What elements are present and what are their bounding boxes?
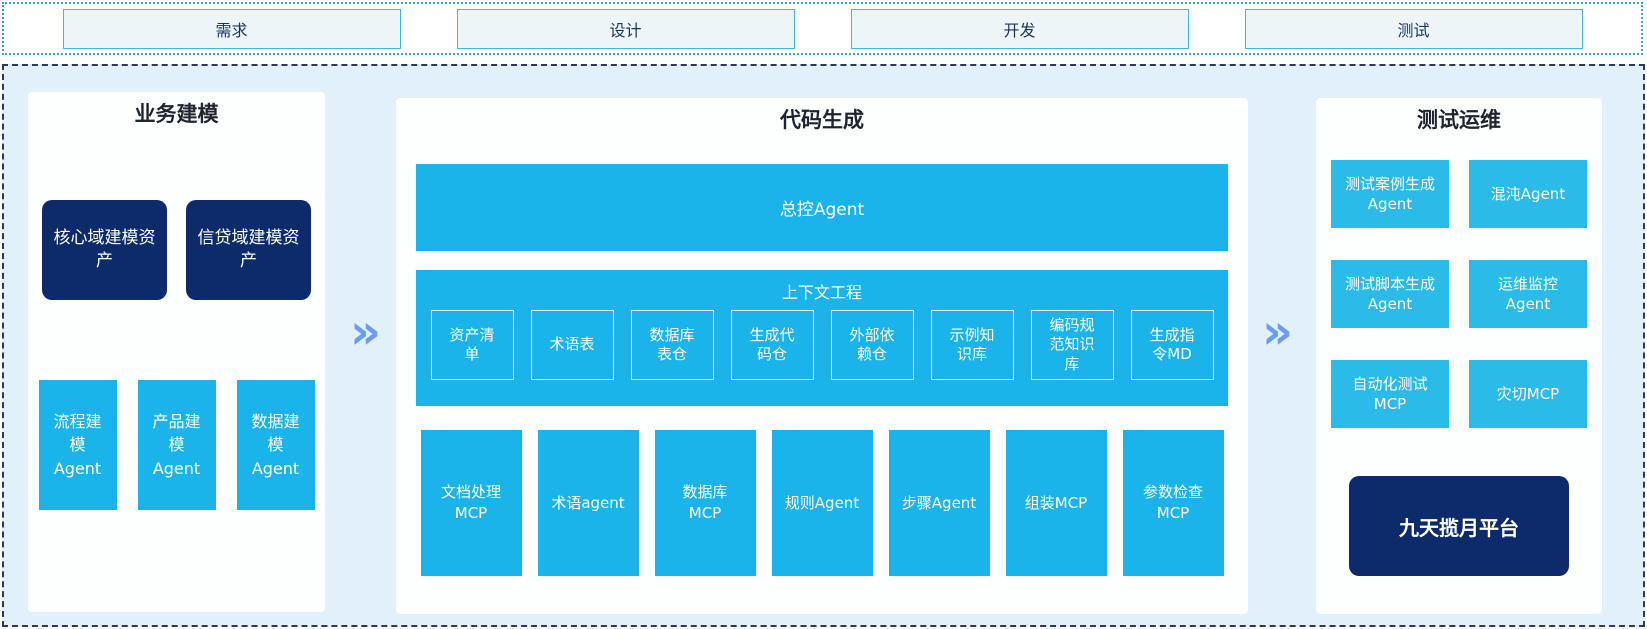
- disaster-switch-mcp-box: 灾切MCP: [1469, 360, 1587, 428]
- doc-processing-mcp-box: 文档处理MCP: [420, 430, 522, 576]
- phase-label: 开发: [1003, 20, 1036, 40]
- context-engineering-title: 上下文工程: [781, 283, 862, 302]
- test-ops-panel: 测试运维 测试案例生成Agent 混沌Agent 测试脚本生成Agent 运维监…: [1316, 98, 1602, 614]
- business-modeling-panel: 业务建模 核心域建模资产 信贷域建模资产 流程建模Agent 产品建模Agent…: [28, 92, 325, 612]
- pipeline-region: 业务建模 核心域建模资产 信贷域建模资产 流程建模Agent 产品建模Agent…: [2, 64, 1645, 627]
- context-items-row: 资产清单 术语表 数据库表仓 生成代码仓 外部依赖仓 示例知识库 编码规范知识库…: [416, 310, 1228, 380]
- phase-box-testing: 测试: [1244, 8, 1583, 49]
- product-modeling-agent-box: 产品建模Agent: [137, 380, 216, 510]
- test-case-gen-agent-box: 测试案例生成Agent: [1331, 160, 1449, 228]
- db-table-repo-box: 数据库表仓: [630, 310, 714, 380]
- asset-list-box: 资产清单: [430, 310, 514, 380]
- code-generation-tools-row: 文档处理MCP 术语agent 数据库MCP 规则Agent 步骤Agent 组…: [416, 430, 1228, 576]
- phase-label: 设计: [609, 20, 642, 40]
- rule-agent-box: 规则Agent: [771, 430, 873, 576]
- core-domain-asset-box: 核心域建模资产: [42, 200, 167, 300]
- chaos-agent-box: 混沌Agent: [1469, 160, 1587, 228]
- jiutian-lanyue-platform-box: 九天揽月平台: [1349, 476, 1569, 576]
- generation-instruction-md-box: 生成指令MD: [1130, 310, 1214, 380]
- modeling-agent-row: 流程建模Agent 产品建模Agent 数据建模Agent: [28, 380, 325, 510]
- external-deps-repo-box: 外部依赖仓: [830, 310, 914, 380]
- panel-title-code-generation: 代码生成: [780, 108, 864, 132]
- automated-test-mcp-box: 自动化测试MCP: [1331, 360, 1449, 428]
- panel-title-business-modeling: 业务建模: [134, 102, 219, 126]
- modeling-asset-row: 核心域建模资产 信贷域建模资产: [28, 200, 325, 300]
- glossary-agent-box: 术语agent: [537, 430, 639, 576]
- phase-box-requirements: 需求: [62, 8, 401, 49]
- glossary-box: 术语表: [530, 310, 614, 380]
- database-mcp-box: 数据库MCP: [654, 430, 756, 576]
- phase-label: 测试: [1397, 20, 1430, 40]
- phase-box-design: 设计: [456, 8, 795, 49]
- param-check-mcp-box: 参数检查MCP: [1122, 430, 1224, 576]
- panel-title-test-ops: 测试运维: [1417, 108, 1501, 132]
- coding-standard-kb-box: 编码规范知识库: [1030, 310, 1114, 380]
- phase-box-development: 开发: [850, 8, 1189, 49]
- code-generation-panel: 代码生成 总控Agent 上下文工程 资产清单 术语表 数据库表仓 生成代码仓 …: [396, 98, 1248, 614]
- generated-code-repo-box: 生成代码仓: [730, 310, 814, 380]
- example-knowledge-base-box: 示例知识库: [930, 310, 1014, 380]
- process-modeling-agent-box: 流程建模Agent: [38, 380, 117, 510]
- step-agent-box: 步骤Agent: [888, 430, 990, 576]
- credit-domain-asset-box: 信贷域建模资产: [186, 200, 311, 300]
- assembly-mcp-box: 组装MCP: [1005, 430, 1107, 576]
- test-ops-grid: 测试案例生成Agent 混沌Agent 测试脚本生成Agent 运维监控Agen…: [1316, 160, 1602, 428]
- test-script-gen-agent-box: 测试脚本生成Agent: [1331, 260, 1449, 328]
- flow-arrow-icon: »: [350, 304, 381, 360]
- ops-monitoring-agent-box: 运维监控Agent: [1469, 260, 1587, 328]
- data-modeling-agent-box: 数据建模Agent: [236, 380, 315, 510]
- phase-label: 需求: [215, 20, 248, 40]
- flow-arrow-icon: »: [1262, 304, 1293, 360]
- master-agent-bar: 总控Agent: [416, 164, 1228, 251]
- phase-bar: 需求 设计 开发 测试: [2, 2, 1643, 55]
- context-engineering-bar: 上下文工程 资产清单 术语表 数据库表仓 生成代码仓 外部依赖仓 示例知识库 编…: [416, 270, 1228, 406]
